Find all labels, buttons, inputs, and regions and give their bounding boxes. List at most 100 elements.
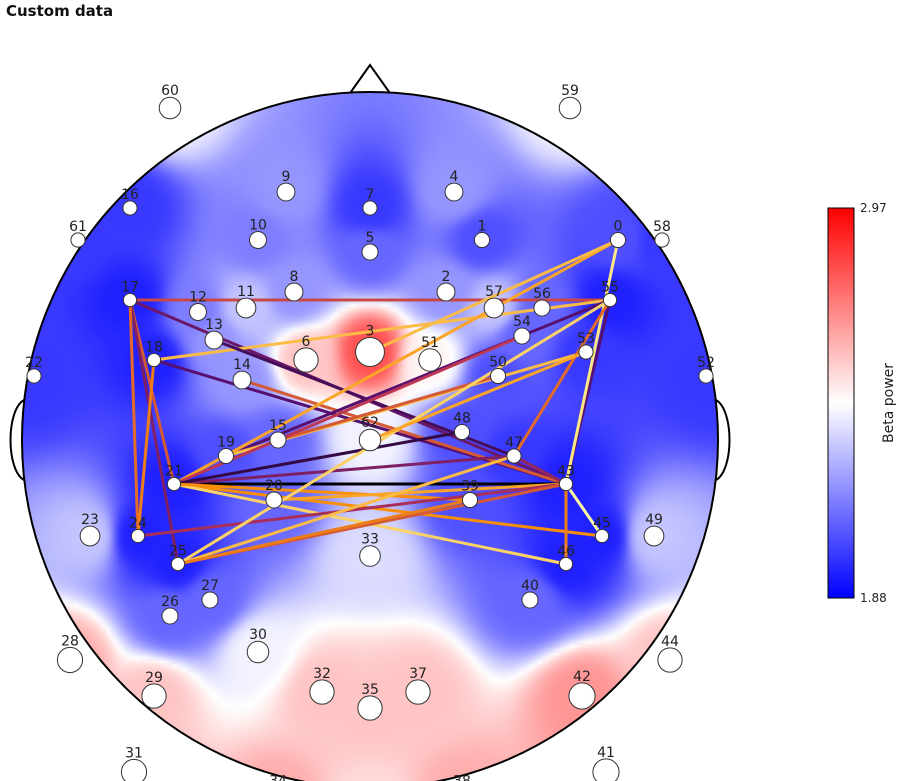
electrode-label-16: 16 [121,187,139,203]
electrode-17[interactable] [122,292,138,308]
electrode-27[interactable] [201,591,219,609]
electrode-22[interactable] [26,368,42,384]
electrode-20[interactable] [265,491,283,509]
electrode-3[interactable] [355,337,385,367]
electrode-54[interactable] [513,327,531,345]
electrode-1[interactable] [473,231,491,249]
connection-14-43 [240,378,568,486]
connection-15-50 [276,374,500,442]
electrode-42[interactable] [568,682,596,710]
electrode-39[interactable] [461,491,479,509]
electrode-label-49: 49 [645,512,663,528]
connection-21-47 [172,454,516,486]
electrode-45[interactable] [594,528,610,544]
electrode-29[interactable] [141,683,167,709]
electrode-label-50: 50 [489,354,507,370]
electrode-12[interactable] [189,303,207,321]
electrode-33[interactable] [359,545,381,567]
electrode-9[interactable] [276,182,296,202]
electrode-13[interactable] [204,330,224,350]
electrode-30[interactable] [246,640,270,664]
electrode-label-55: 55 [601,279,619,295]
electrode-label-9: 9 [282,169,291,185]
electrode-label-59: 59 [561,83,579,99]
electrode-6[interactable] [293,347,319,373]
electrode-19[interactable] [217,447,235,465]
electrode-23[interactable] [79,525,101,547]
electrode-60[interactable] [158,96,182,120]
connection-43-0 [564,238,620,486]
electrode-53[interactable] [578,344,594,360]
electrode-14[interactable] [232,370,252,390]
connection-24-43 [136,482,568,538]
electrode-57[interactable] [483,297,505,319]
electrode-26[interactable] [161,607,179,625]
electrode-label-58: 58 [653,219,671,235]
electrode-label-23: 23 [81,512,99,528]
electrode-46[interactable] [558,556,574,572]
electrode-11[interactable] [235,297,257,319]
electrode-5[interactable] [361,243,379,261]
electrode-16[interactable] [122,200,138,216]
electrode-59[interactable] [558,96,582,120]
connection-43-47 [512,454,568,486]
electrode-24[interactable] [130,528,146,544]
electrode-37[interactable] [405,679,431,705]
electrode-label-28: 28 [61,633,79,649]
connection-62-53 [368,350,588,442]
electrode-56[interactable] [533,299,551,317]
electrode-label-26: 26 [161,594,179,610]
electrode-label-3: 3 [366,324,375,340]
electrode-61[interactable] [70,232,86,248]
electrode-label-43: 43 [557,463,575,479]
electrode-44[interactable] [657,647,683,673]
electrode-label-42: 42 [573,669,591,685]
electrode-0[interactable] [609,231,627,249]
electrode-49[interactable] [643,525,665,547]
electrode-52[interactable] [698,368,714,384]
electrode-47[interactable] [506,448,522,464]
electrode-label-1: 1 [478,218,487,234]
electrode-label-31: 31 [125,745,143,761]
electrode-label-38: 38 [453,773,471,781]
electrode-40[interactable] [521,591,539,609]
connection-21-45 [172,482,604,538]
electrode-58[interactable] [654,232,670,248]
electrode-label-13: 13 [205,317,223,333]
electrode-35[interactable] [357,695,383,721]
electrode-8[interactable] [284,282,304,302]
electrode-28[interactable] [56,646,84,674]
electrode-21[interactable] [166,476,182,492]
electrode-31[interactable] [120,758,148,781]
electrode-62[interactable] [358,428,382,452]
head-left-ear [9,399,25,481]
electrode-label-56: 56 [533,286,551,302]
electrode-label-0: 0 [614,218,623,234]
electrode-label-24: 24 [129,515,147,531]
electrode-label-48: 48 [453,410,471,426]
electrode-10[interactable] [249,231,267,249]
electrode-41[interactable] [592,758,620,781]
electrode-7[interactable] [362,200,378,216]
colorbar-min-label: 1.88 [860,591,887,605]
connection-21-39 [172,482,472,502]
electrode-label-14: 14 [233,357,251,373]
electrode-label-34: 34 [269,773,287,781]
electrode-2[interactable] [436,282,456,302]
electrode-25[interactable] [170,556,186,572]
electrode-15[interactable] [269,431,287,449]
electrode-label-12: 12 [189,290,207,306]
electrode-label-39: 39 [461,478,479,494]
electrode-label-54: 54 [513,314,531,330]
electrode-50[interactable] [489,367,507,385]
electrode-label-44: 44 [661,634,679,650]
electrode-4[interactable] [444,182,464,202]
electrode-55[interactable] [602,292,618,308]
electrode-48[interactable] [453,423,471,441]
electrode-32[interactable] [309,679,335,705]
connection-17-24 [128,298,140,538]
electrode-18[interactable] [146,352,162,368]
electrode-43[interactable] [558,476,574,492]
electrode-51[interactable] [418,348,442,372]
